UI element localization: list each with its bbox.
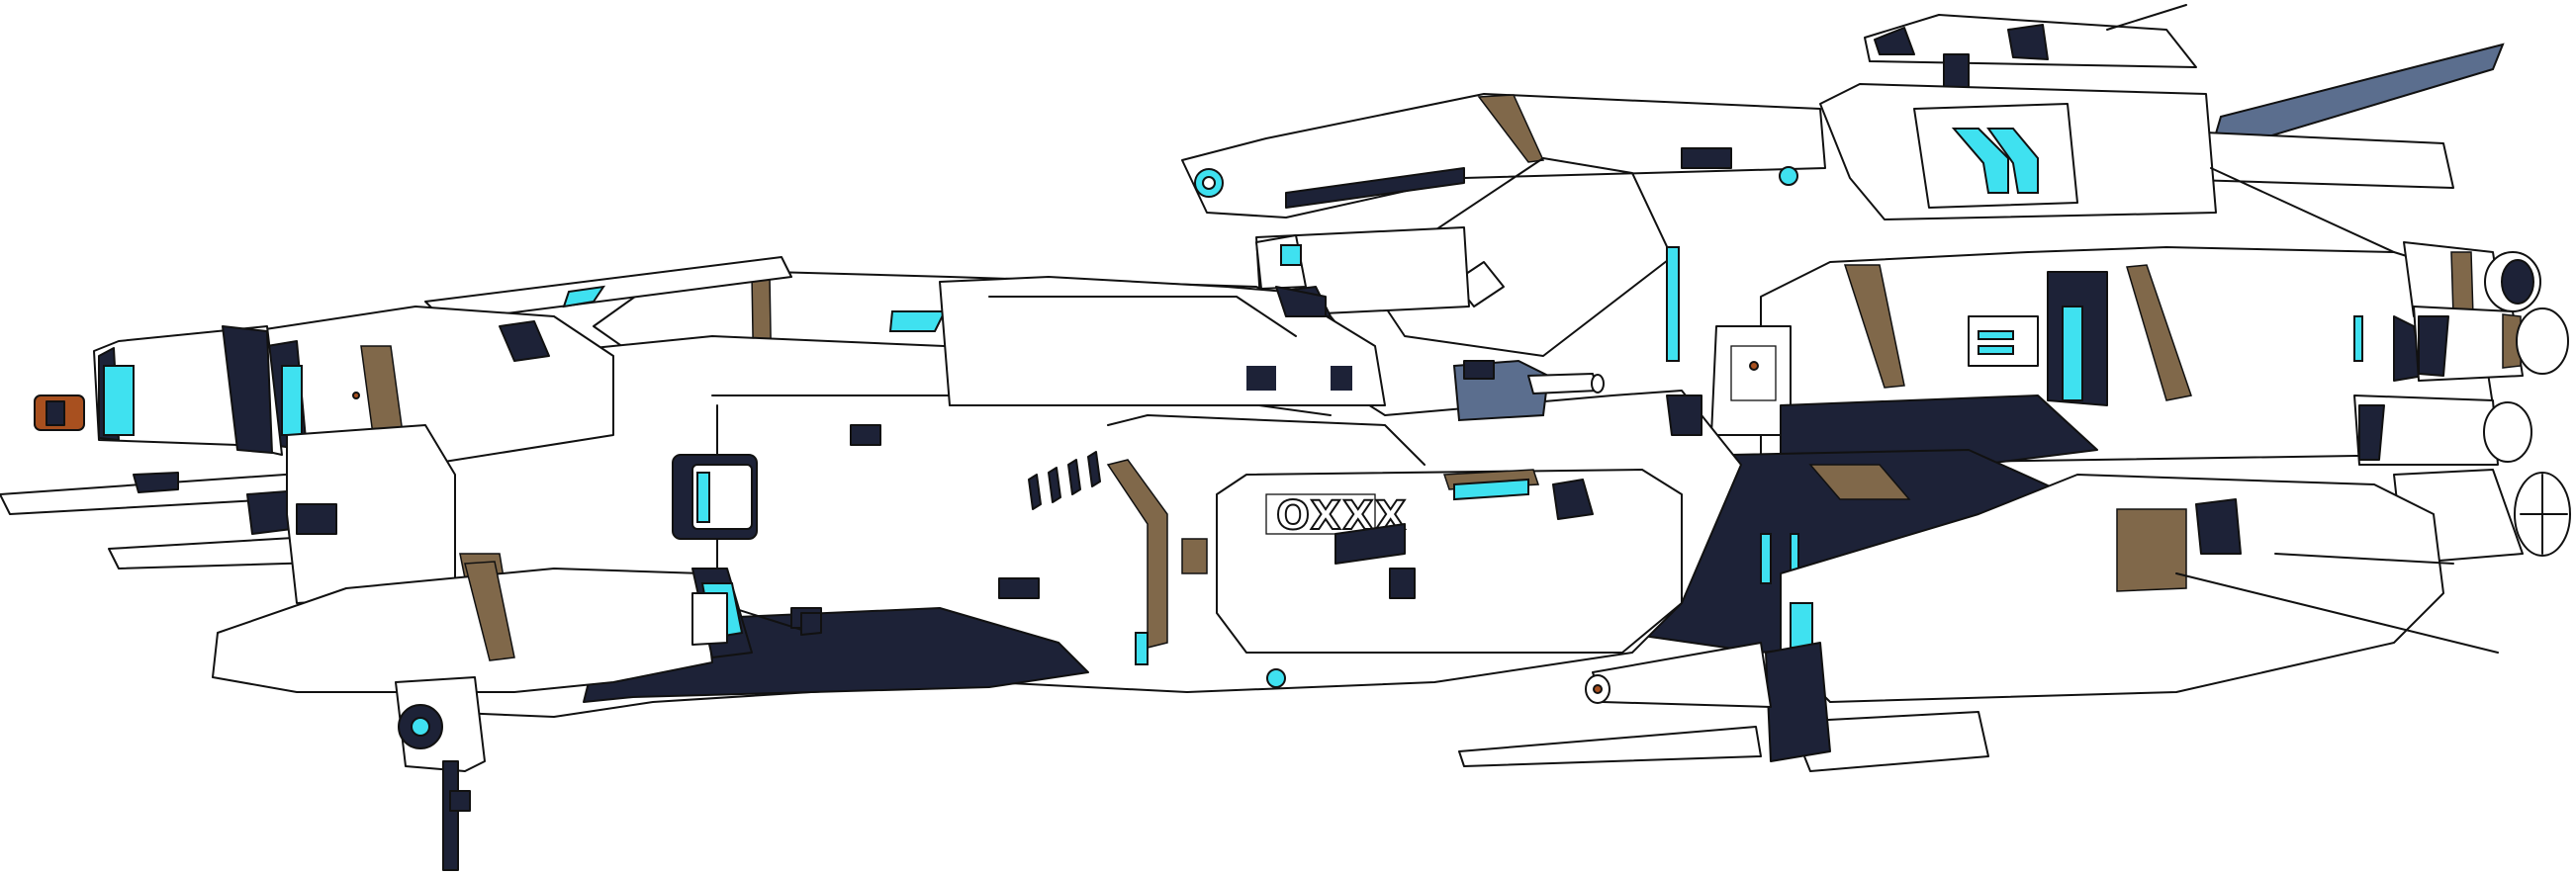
forward-upper-prow <box>227 256 792 466</box>
rear-engine-block <box>1710 246 2494 466</box>
lower-rear-sponson <box>1621 449 2499 772</box>
engine-nozzles <box>2353 241 2571 565</box>
forward-lower-pod <box>212 561 822 693</box>
lower-cannon <box>1458 642 1772 767</box>
forward-nose-cap <box>34 325 283 456</box>
dorsal-turret <box>1452 359 1605 422</box>
upper-forward-box <box>939 244 1386 406</box>
ventral-antenna <box>395 676 486 871</box>
bridge-tower <box>1819 4 2395 253</box>
forward-prongs <box>0 424 456 658</box>
upper-deck <box>1181 93 1826 362</box>
